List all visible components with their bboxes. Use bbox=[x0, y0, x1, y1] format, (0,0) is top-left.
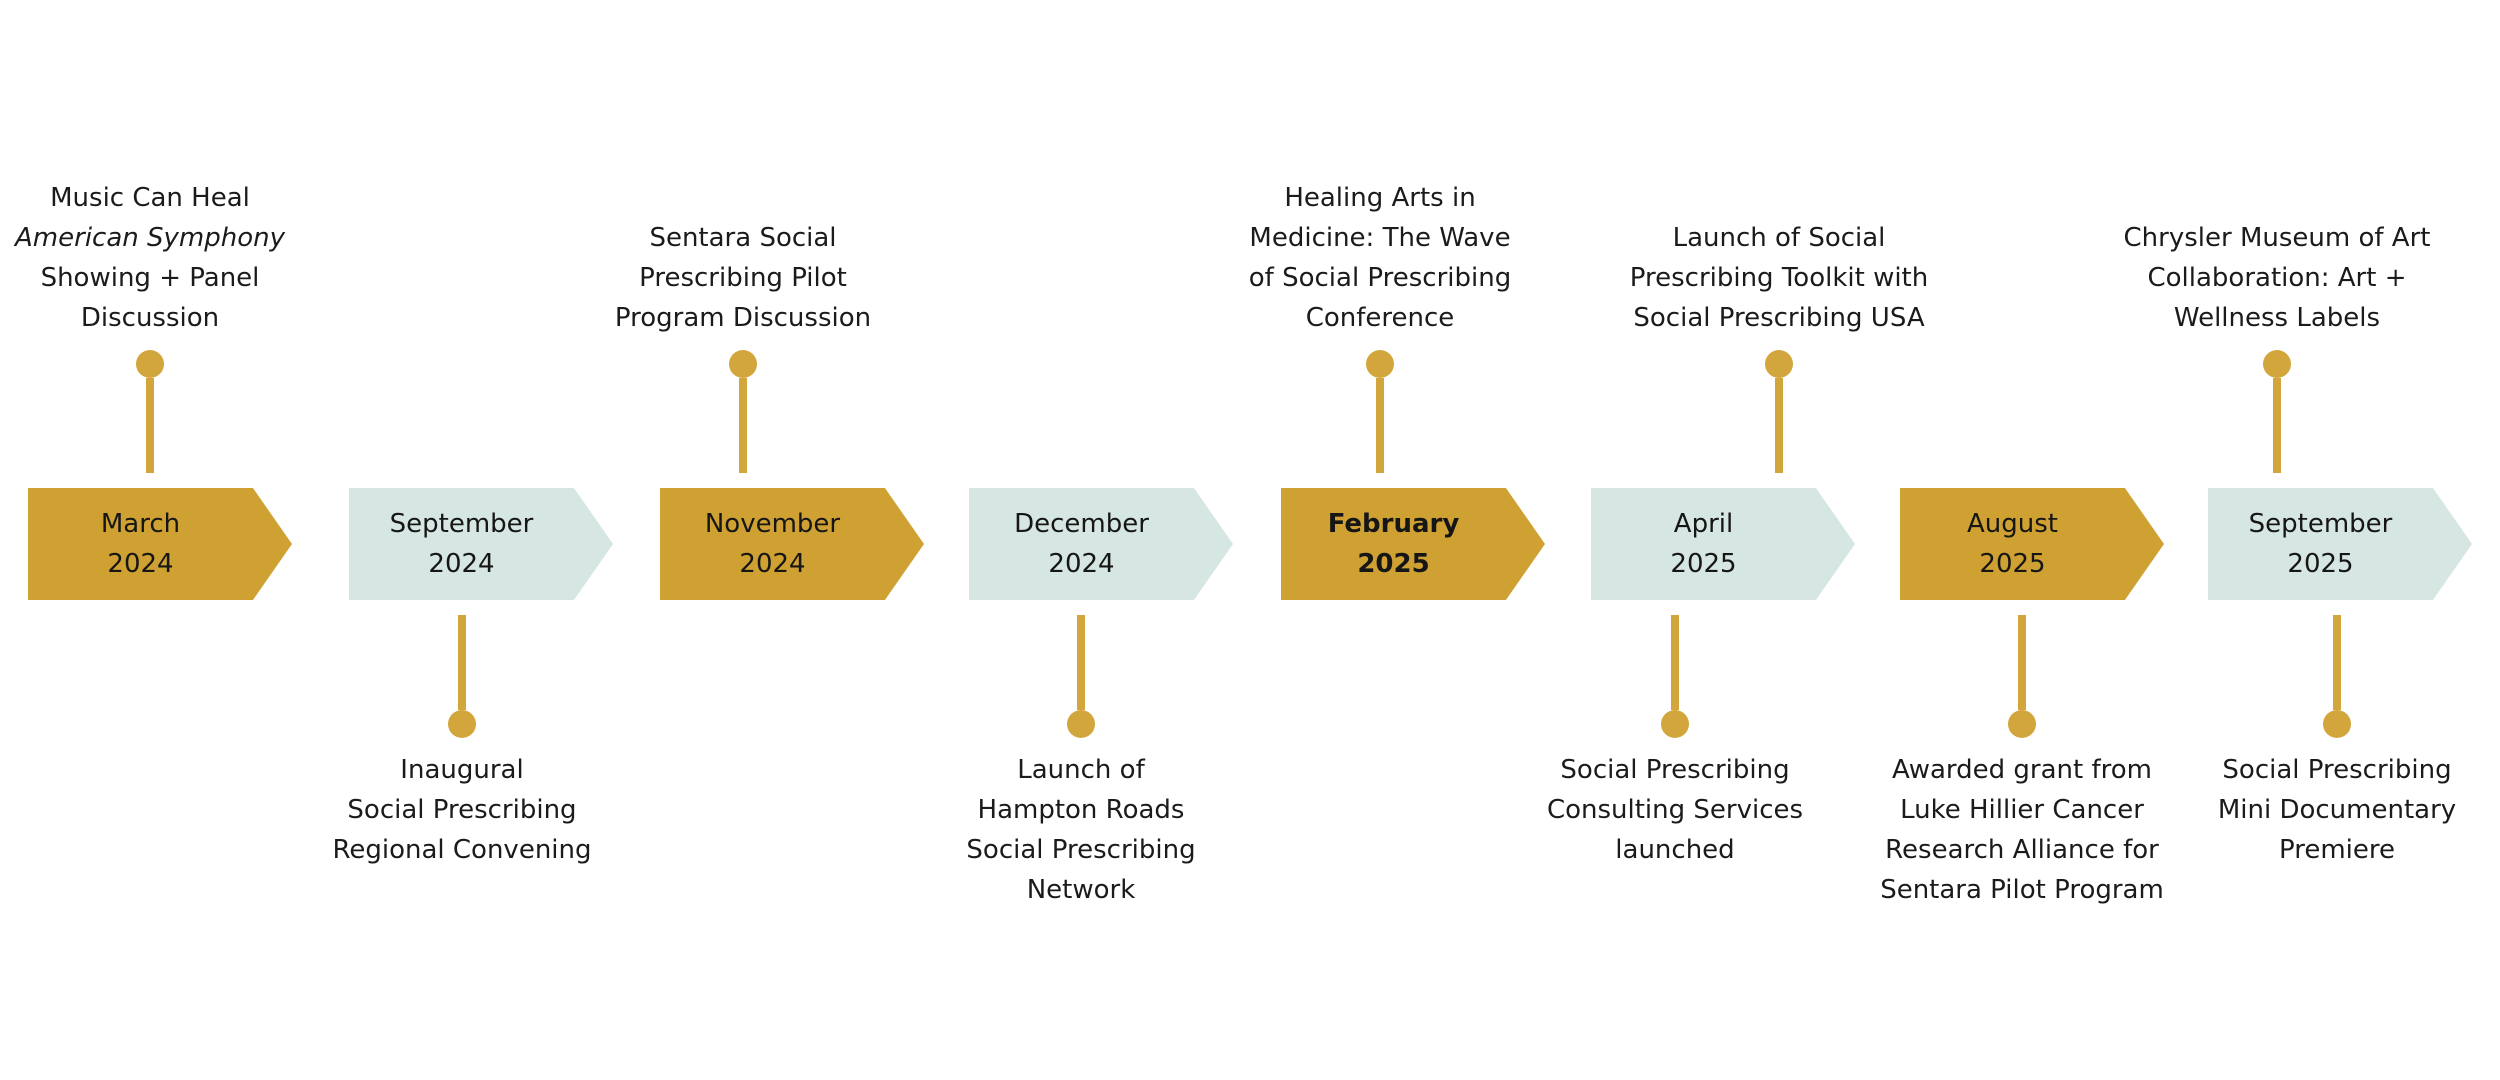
year-label: 2025 bbox=[1979, 549, 2046, 579]
event-text-line: Social Prescribing bbox=[2222, 755, 2452, 785]
connector-line bbox=[1775, 378, 1783, 473]
event-text-line: Social Prescribing bbox=[966, 835, 1196, 865]
connector-dot-icon bbox=[2323, 710, 2351, 738]
event-text-line: Consulting Services bbox=[1546, 795, 1804, 825]
connector-line bbox=[458, 615, 466, 710]
event-above-march-2024: Music Can Heal American Symphony Showing… bbox=[0, 178, 320, 473]
event-below-august-2025: Awarded grant from Luke Hillier Cancer R… bbox=[1852, 615, 2192, 910]
connector-dot-icon bbox=[1765, 350, 1793, 378]
year-label: 2024 bbox=[107, 549, 174, 579]
event-text-line: Wellness Labels bbox=[2173, 303, 2381, 333]
event-text-line: American Symphony bbox=[15, 223, 285, 253]
event-text: Chrysler Museum of Art Collaboration: Ar… bbox=[2124, 218, 2431, 338]
month-label: August bbox=[1967, 509, 2058, 539]
year-label: 2025 bbox=[1357, 549, 1430, 579]
event-text-line: Regional Convening bbox=[332, 835, 592, 865]
event-text-line: Conference bbox=[1305, 303, 1455, 333]
event-below-september-2024: Inaugural Social Prescribing Regional Co… bbox=[292, 615, 632, 870]
event-text-line: Luke Hillier Cancer bbox=[1900, 795, 2144, 825]
event-above-february-2025: Healing Arts in Medicine: The Wave of So… bbox=[1210, 178, 1550, 473]
arrow-february-2025: February 2025 bbox=[1281, 488, 1545, 600]
connector-dot-icon bbox=[2263, 350, 2291, 378]
month-label: December bbox=[1014, 509, 1149, 539]
connector-dot-icon bbox=[448, 710, 476, 738]
event-text-line: Prescribing Toolkit with bbox=[1629, 263, 1929, 293]
event-text: Launch of Social Prescribing Toolkit wit… bbox=[1630, 218, 1928, 338]
event-text-line: Prescribing Pilot bbox=[639, 263, 847, 293]
event-text-line: Hampton Roads bbox=[977, 795, 1185, 825]
connector-line bbox=[146, 378, 154, 473]
event-text: Launch of Hampton Roads Social Prescribi… bbox=[966, 750, 1195, 910]
connector-dot-icon bbox=[2008, 710, 2036, 738]
connector-line bbox=[2273, 378, 2281, 473]
event-text: Inaugural Social Prescribing Regional Co… bbox=[332, 750, 591, 870]
event-text-line: Launch of bbox=[1017, 755, 1145, 785]
event-text: Awarded grant from Luke Hillier Cancer R… bbox=[1880, 750, 2164, 910]
event-text-line: Inaugural bbox=[400, 755, 524, 785]
event-text-line: Medicine: The Wave bbox=[1249, 223, 1511, 253]
month-label: March bbox=[100, 509, 181, 539]
event-text-line: Social Prescribing USA bbox=[1633, 303, 1925, 333]
arrow-november-2024: November 2024 bbox=[660, 488, 924, 600]
event-text-line: Social Prescribing bbox=[347, 795, 577, 825]
year-label: 2024 bbox=[1048, 549, 1115, 579]
event-text-line: Showing + Panel bbox=[40, 263, 260, 293]
event-text-line: Sentara Social bbox=[649, 223, 837, 253]
month-label: September bbox=[389, 509, 534, 539]
arrow-september-2024: September 2024 bbox=[349, 488, 613, 600]
year-label: 2024 bbox=[739, 549, 806, 579]
event-text-line: Chrysler Museum of Art bbox=[2123, 223, 2431, 253]
connector-line bbox=[1077, 615, 1085, 710]
event-below-december-2024: Launch of Hampton Roads Social Prescribi… bbox=[911, 615, 1251, 910]
connector-line bbox=[2018, 615, 2026, 710]
event-text-line: Discussion bbox=[80, 303, 220, 333]
event-text-line: Premiere bbox=[2279, 835, 2395, 865]
arrow-august-2025: August 2025 bbox=[1900, 488, 2164, 600]
event-text-line: Sentara Pilot Program bbox=[1880, 875, 2164, 905]
event-text: Social Prescribing Consulting Services l… bbox=[1547, 750, 1803, 870]
event-above-september-2025: Chrysler Museum of Art Collaboration: Ar… bbox=[2107, 218, 2447, 473]
year-label: 2025 bbox=[1670, 549, 1737, 579]
connector-line bbox=[1376, 378, 1384, 473]
connector-line bbox=[1671, 615, 1679, 710]
event-text: Social Prescribing Mini Documentary Prem… bbox=[2218, 750, 2456, 870]
year-label: 2025 bbox=[2287, 549, 2354, 579]
event-below-september-2025: Social Prescribing Mini Documentary Prem… bbox=[2167, 615, 2500, 870]
event-text-line: Collaboration: Art + bbox=[2147, 263, 2407, 293]
event-text-line: Music Can Heal bbox=[50, 183, 250, 213]
event-text: Sentara Social Prescribing Pilot Program… bbox=[615, 218, 871, 338]
month-label: April bbox=[1673, 509, 1734, 539]
connector-dot-icon bbox=[136, 350, 164, 378]
event-text-line: Healing Arts in bbox=[1284, 183, 1476, 213]
connector-line bbox=[739, 378, 747, 473]
year-label: 2024 bbox=[428, 549, 495, 579]
connector-dot-icon bbox=[1067, 710, 1095, 738]
arrow-march-2024: March 2024 bbox=[28, 488, 292, 600]
arrow-december-2024: December 2024 bbox=[969, 488, 1233, 600]
connector-dot-icon bbox=[1661, 710, 1689, 738]
event-text-line: Research Alliance for bbox=[1885, 835, 2159, 865]
connector-dot-icon bbox=[1366, 350, 1394, 378]
arrow-september-2025: September 2025 bbox=[2208, 488, 2472, 600]
event-text-line: launched bbox=[1615, 835, 1735, 865]
event-text-line: of Social Prescribing bbox=[1248, 263, 1512, 293]
connector-line bbox=[2333, 615, 2341, 710]
arrow-april-2025: April 2025 bbox=[1591, 488, 1855, 600]
event-text-line: Program Discussion bbox=[614, 303, 872, 333]
event-below-april-2025: Social Prescribing Consulting Services l… bbox=[1505, 615, 1845, 870]
month-label: February bbox=[1327, 509, 1460, 539]
connector-dot-icon bbox=[729, 350, 757, 378]
event-text: Music Can Heal American Symphony Showing… bbox=[15, 178, 285, 338]
event-text: Healing Arts in Medicine: The Wave of So… bbox=[1249, 178, 1511, 338]
event-above-november-2024: Sentara Social Prescribing Pilot Program… bbox=[573, 218, 913, 473]
event-above-april-2025: Launch of Social Prescribing Toolkit wit… bbox=[1609, 218, 1949, 473]
event-text-line: Awarded grant from bbox=[1892, 755, 2152, 785]
event-text-line: Launch of Social bbox=[1672, 223, 1886, 253]
event-text-line: Mini Documentary bbox=[2217, 795, 2457, 825]
event-text-line: Network bbox=[1026, 875, 1136, 905]
month-label: September bbox=[2248, 509, 2393, 539]
month-label: November bbox=[704, 509, 841, 539]
event-text-line: Social Prescribing bbox=[1560, 755, 1790, 785]
